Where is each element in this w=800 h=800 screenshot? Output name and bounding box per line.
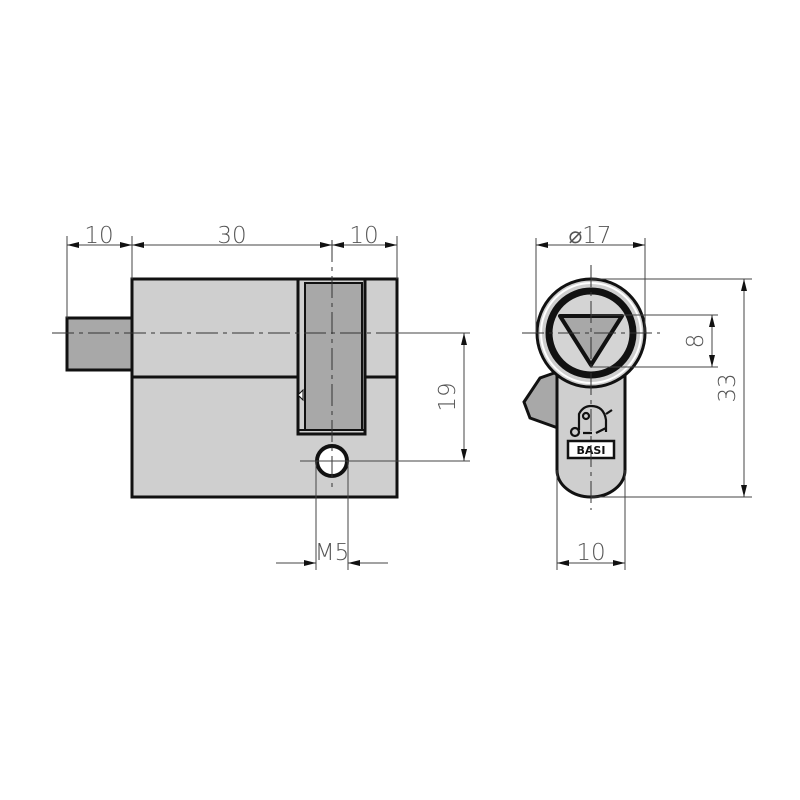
front-view: BASI ⌀17 8 33 10 xyxy=(522,223,752,570)
cam-tab xyxy=(522,369,560,431)
cam-shaft xyxy=(65,316,134,372)
dim-total-height-label: 33 xyxy=(715,373,741,402)
dim-thread-label: M5 xyxy=(315,540,349,566)
dim-cam-length-label: 10 xyxy=(84,223,113,249)
side-view: 10 30 10 19 M5 xyxy=(52,223,470,570)
dim-width-label: 10 xyxy=(576,540,605,566)
elephant-logo-icon xyxy=(569,404,613,438)
dim-end-length-label: 10 xyxy=(349,223,378,249)
dim-fixing-offset-label: 19 xyxy=(435,382,461,411)
dim-diameter-label: ⌀17 xyxy=(568,223,611,249)
dim-body-length-label: 30 xyxy=(217,223,246,249)
cam xyxy=(304,282,363,431)
dim-keyway-height-label: 8 xyxy=(683,334,709,349)
